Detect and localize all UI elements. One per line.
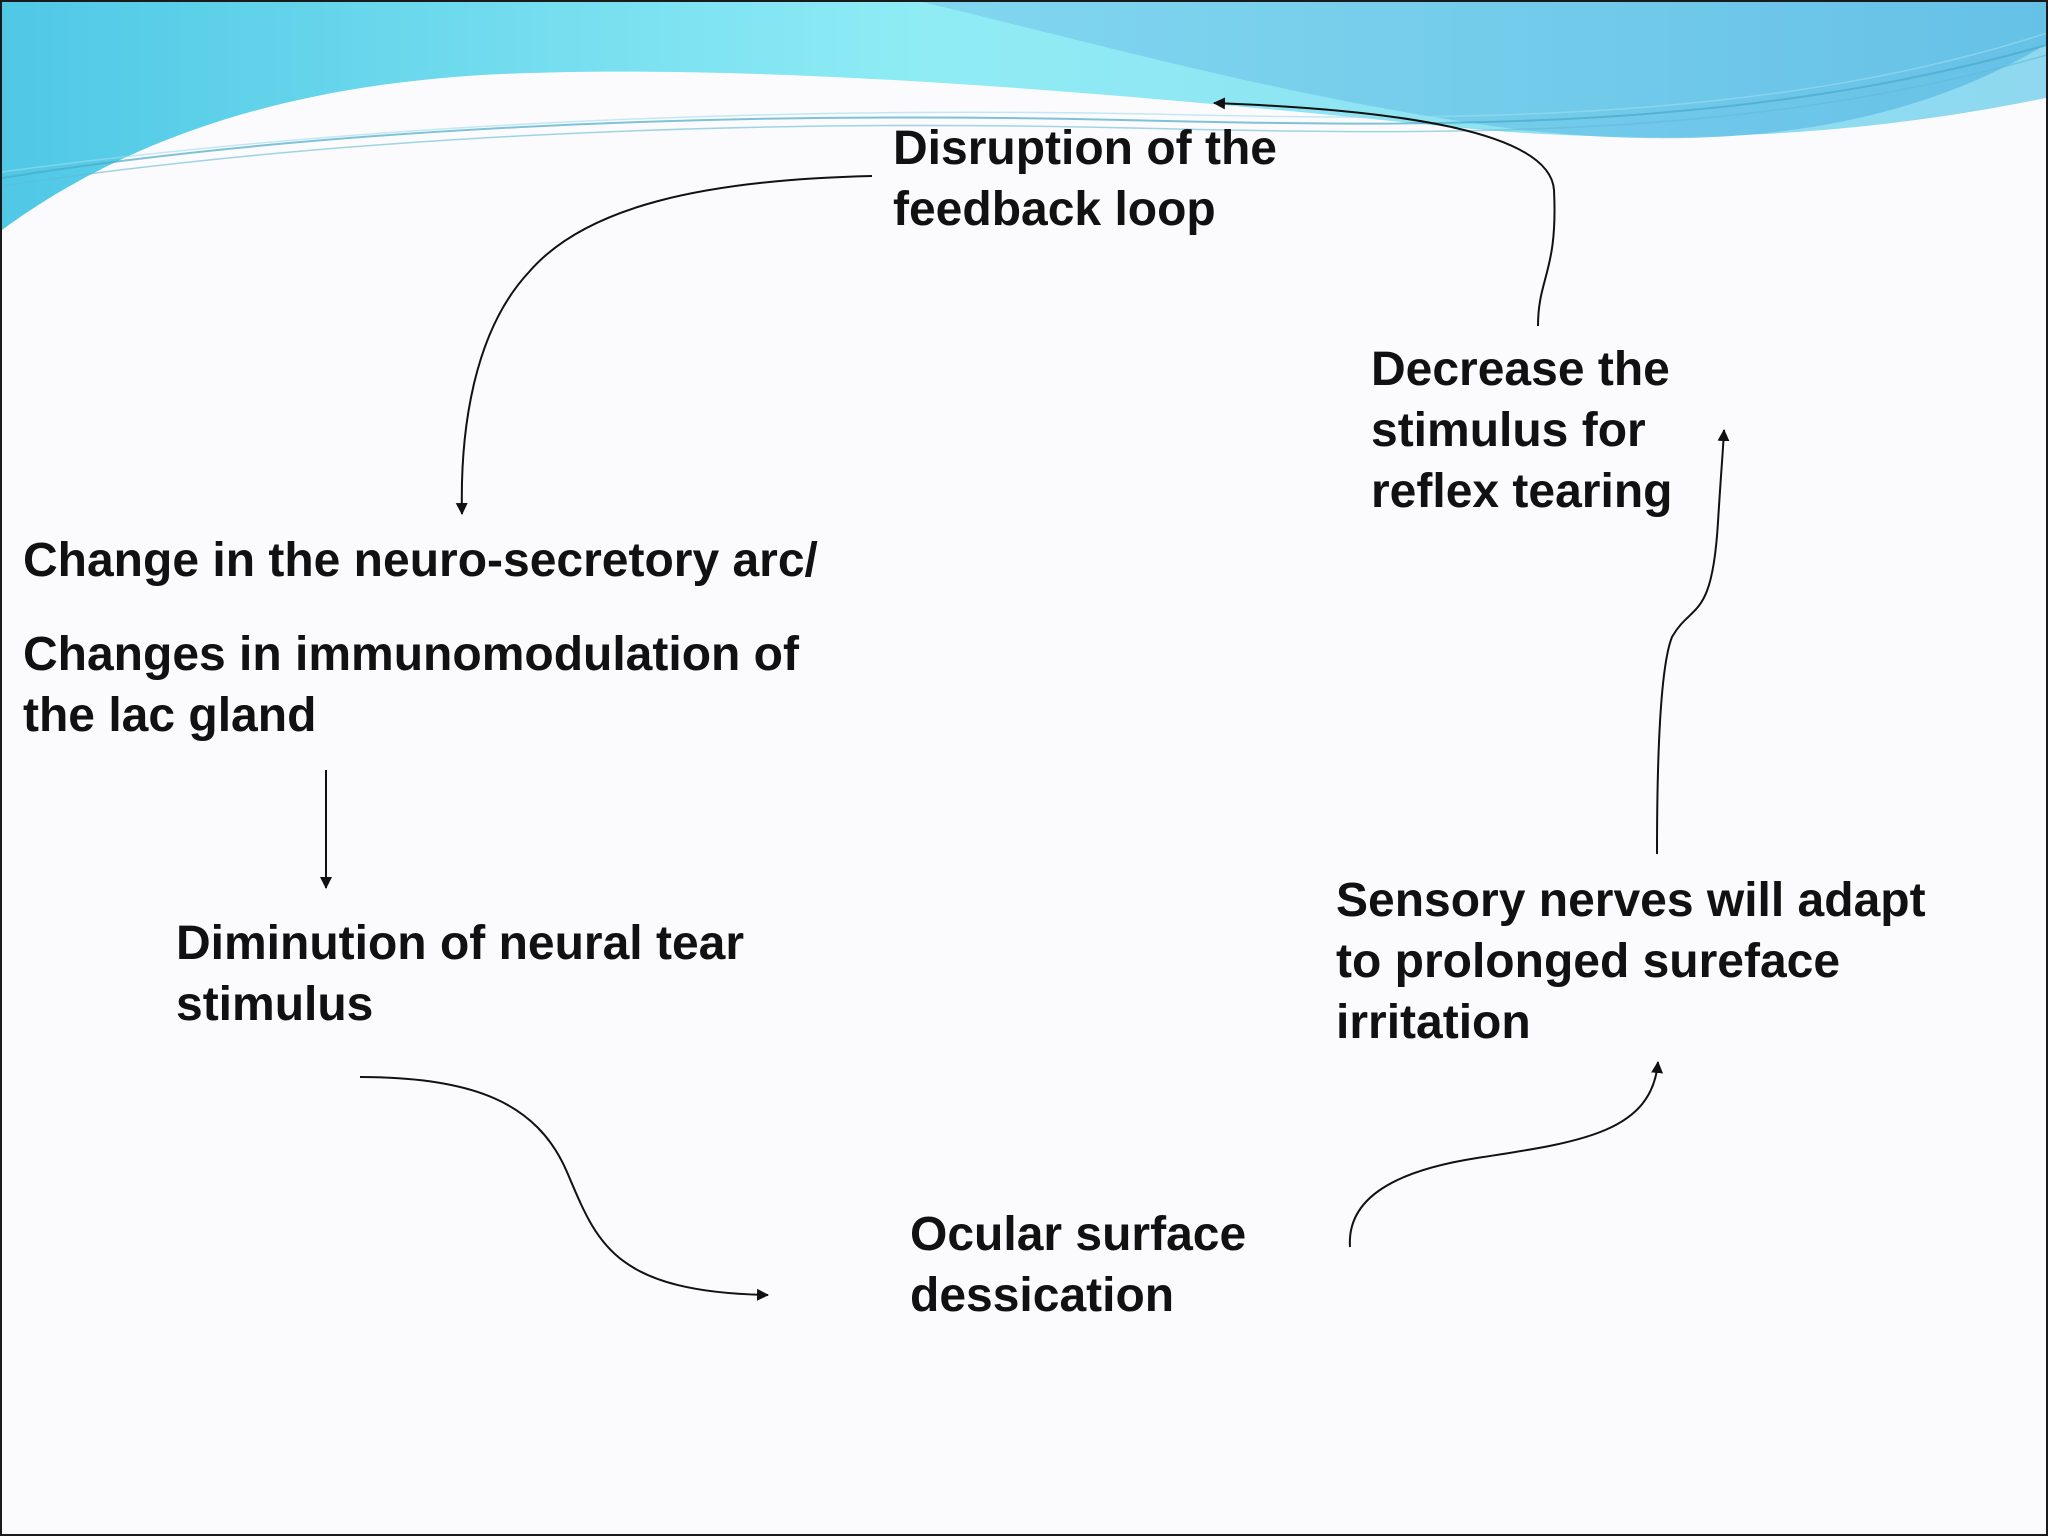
- arrow-ocular-to-sensory: [1348, 1061, 1664, 1248]
- node-diminution-neural-tear-stimulus: Diminution of neural tear stimulus: [176, 917, 745, 1031]
- arrow-disruption-to-change-arc: [455, 175, 873, 515]
- arrow-diminution-to-ocular: [359, 1076, 769, 1301]
- arrow-decrease-to-disruption: [1213, 97, 1556, 327]
- node-decrease-reflex-tearing-stimulus: Decrease the stimulus for reflex tearing: [1371, 343, 1673, 518]
- node-immunomodulation-changes: Changes in immunomodulation of the lac g…: [23, 628, 799, 742]
- node-ocular-surface-dessication: Ocular surface dessication: [910, 1208, 1247, 1322]
- node-disruption-feedback-loop: Disruption of the feedback loop: [893, 122, 1277, 236]
- arrow-sensory-to-decrease: [1656, 429, 1730, 855]
- node-sensory-nerves-adapt: Sensory nerves will adapt to prolonged s…: [1336, 874, 1926, 1049]
- node-neuro-secretory-arc-change: Change in the neuro-secretory arc/: [23, 534, 818, 587]
